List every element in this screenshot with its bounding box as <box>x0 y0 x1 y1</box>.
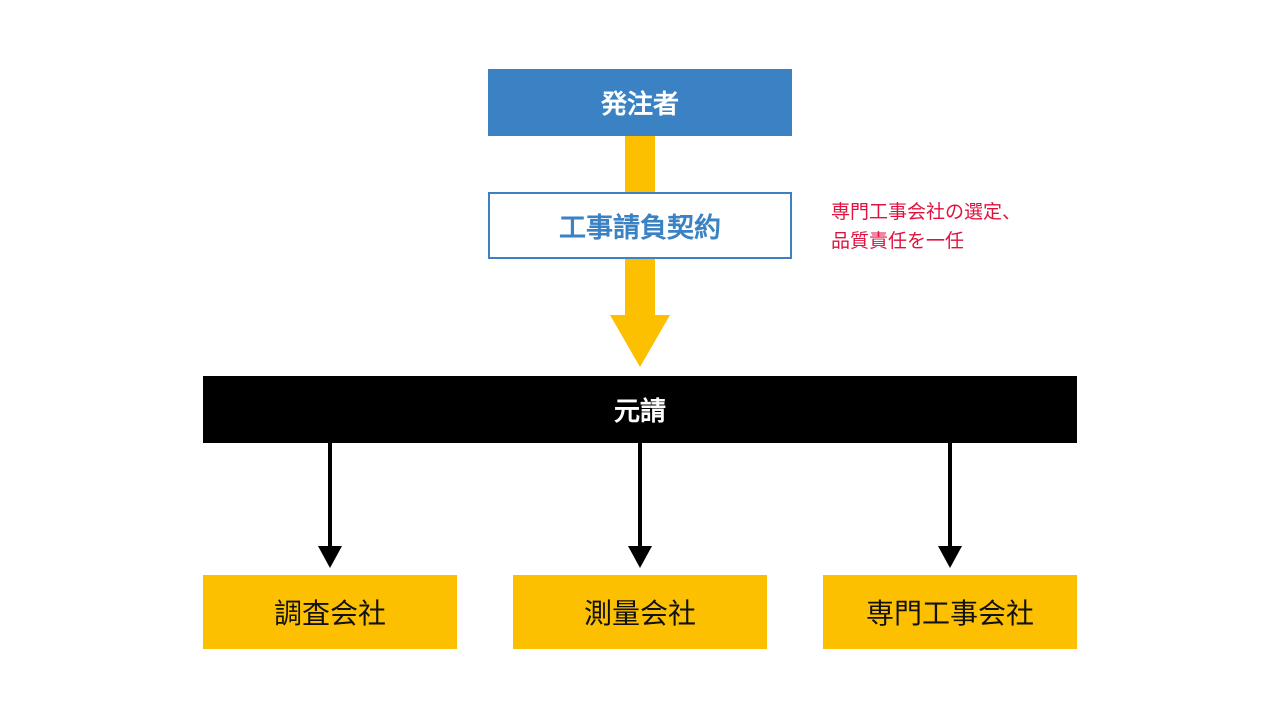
subcontractor-node-measurement: 測量会社 <box>513 575 767 649</box>
prime-contractor-node: 元請 <box>203 376 1077 443</box>
subcontractor-label: 測量会社 <box>583 597 696 630</box>
note-line-2: 品質責任を一任 <box>831 230 965 252</box>
contract-label: 工事請負契約 <box>559 213 721 244</box>
contract-node: 工事請負契約 <box>488 192 792 259</box>
subcontractor-node-specialist: 専門工事会社 <box>823 575 1077 649</box>
subcontractor-label: 調査会社 <box>273 597 386 630</box>
subcontractor-node-survey: 調査会社 <box>203 575 457 649</box>
connector-arrowhead-3 <box>938 546 962 568</box>
flow-arrow-head <box>610 315 670 367</box>
connector-arrowhead-1 <box>318 546 342 568</box>
note-line-1: 専門工事会社の選定、 <box>831 201 1022 223</box>
client-node: 発注者 <box>488 69 792 136</box>
client-label: 発注者 <box>600 90 679 120</box>
prime-contractor-label: 元請 <box>613 397 666 427</box>
annotation-note: 専門工事会社の選定、 品質責任を一任 <box>831 198 1021 256</box>
connector-arrowhead-2 <box>628 546 652 568</box>
subcontractor-label: 専門工事会社 <box>865 597 1034 630</box>
